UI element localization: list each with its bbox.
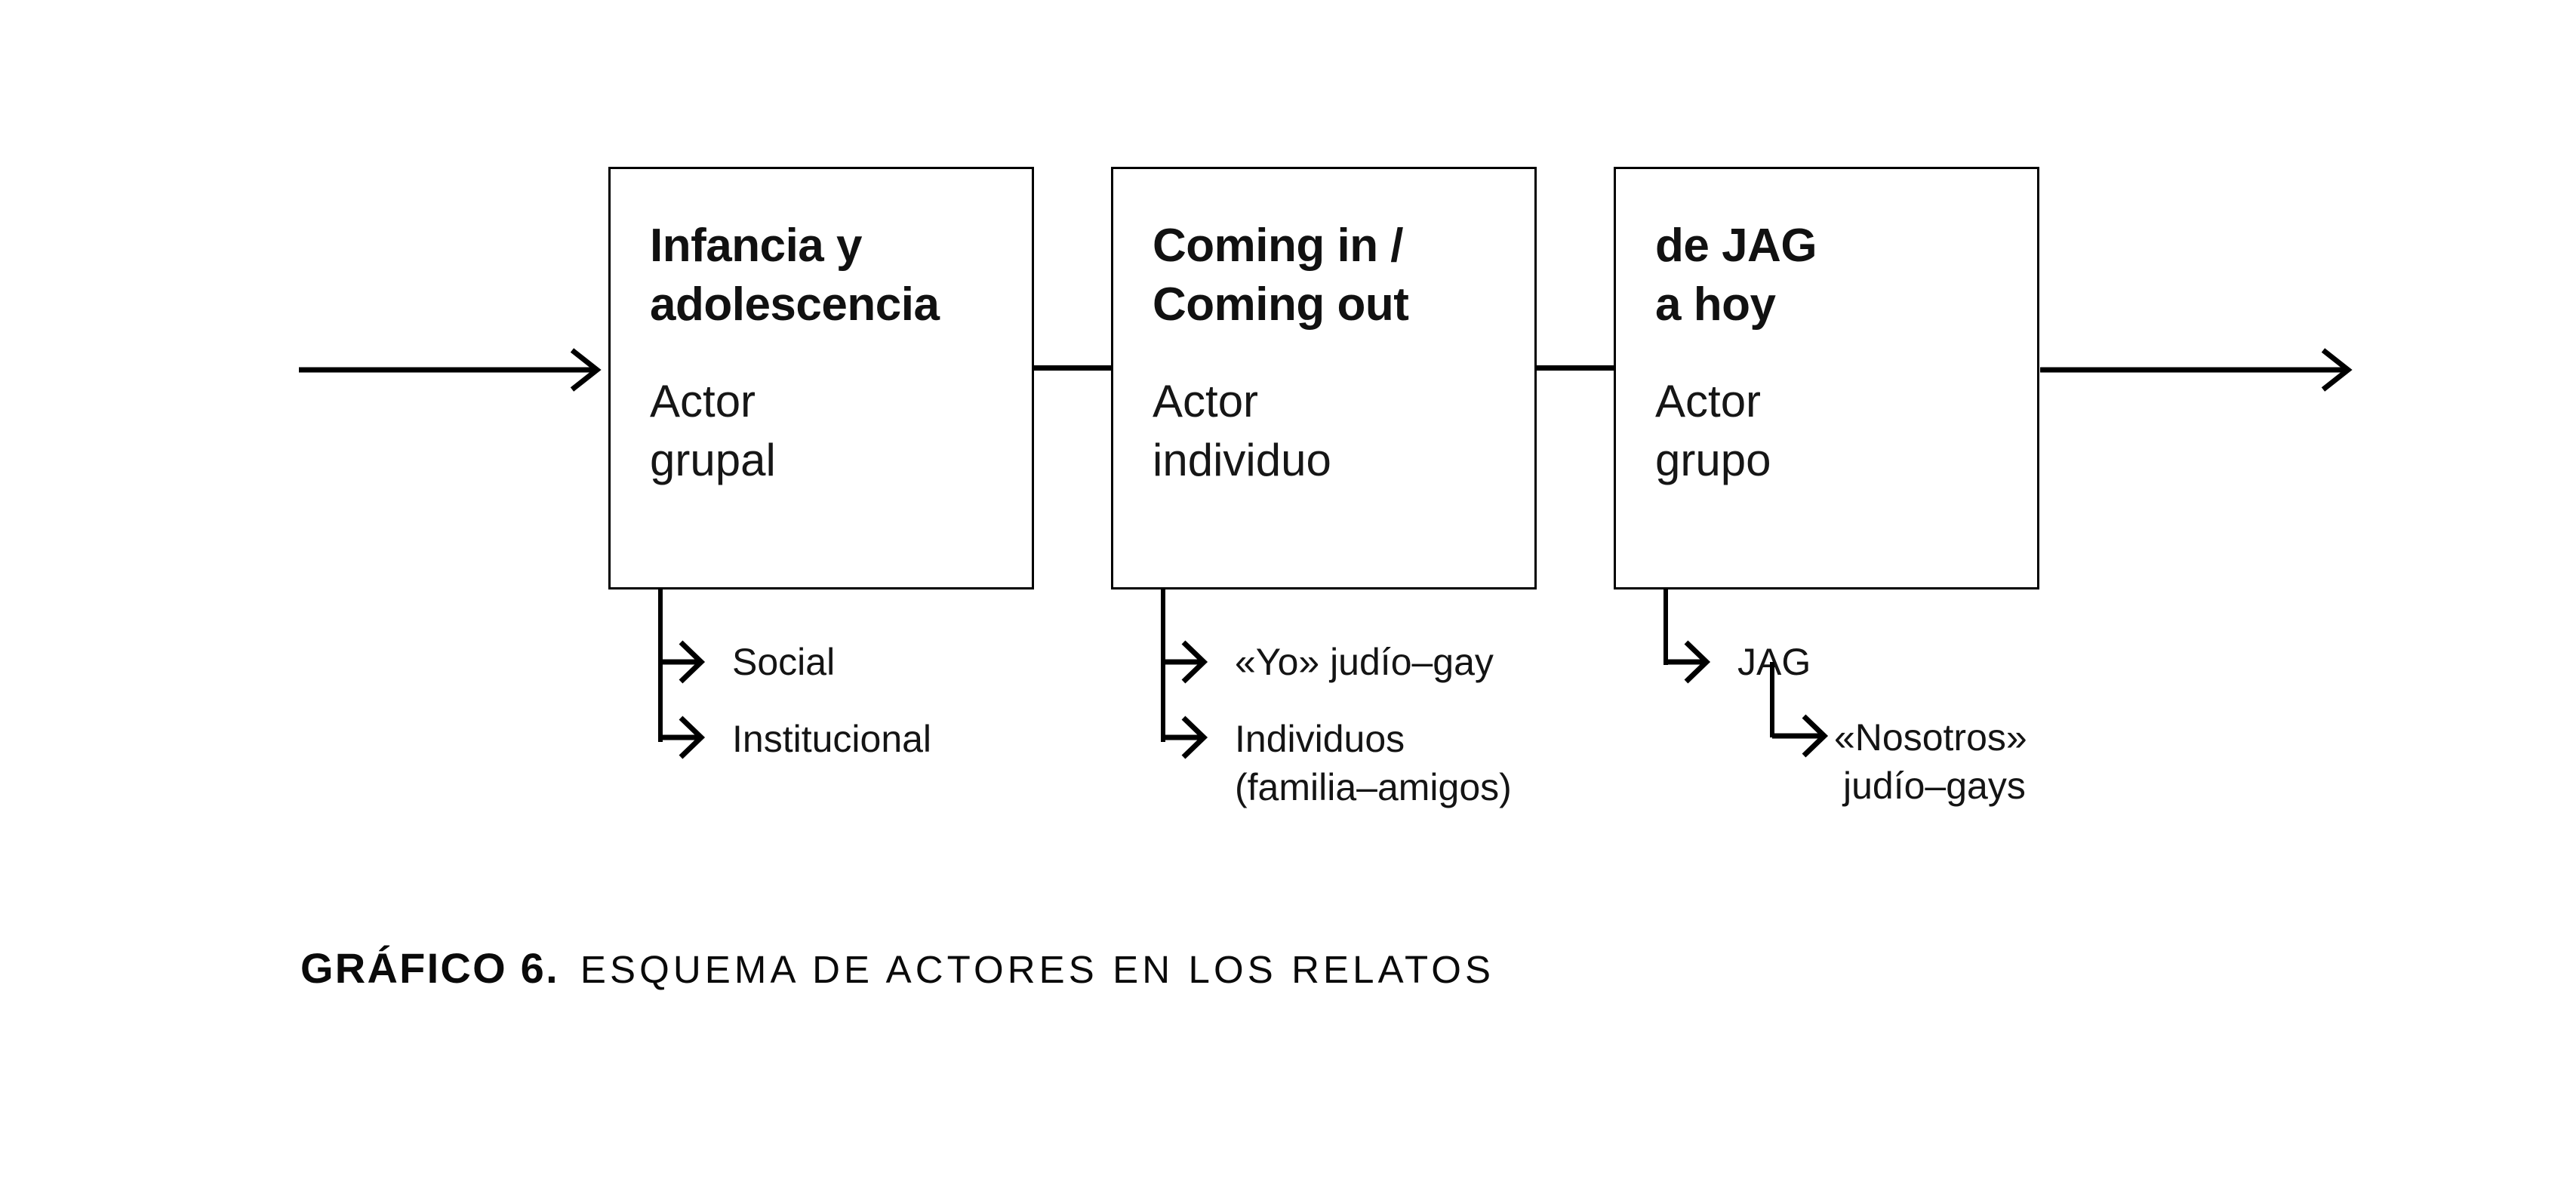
branch-label-social: Social (732, 641, 836, 683)
branch-arrow-icon (660, 716, 706, 759)
branch-line (658, 589, 663, 742)
nested-branch-line (1770, 662, 1774, 737)
branch-arrow-icon (1772, 714, 1829, 758)
caption-number: GRÁFICO 6. (300, 944, 559, 992)
stage-box-infancia-adolescencia: Infancia y adolescencia Actor grupal (608, 167, 1034, 589)
stage-actor: Actor individuo (1153, 372, 1512, 490)
branch-label-line: (familia–amigos) (1235, 766, 1512, 808)
branch-label-yo-judio-gay: «Yo» judío–gay (1235, 641, 1494, 683)
stage-connector (1537, 365, 1614, 371)
stage-actor-line: Actor (1153, 376, 1259, 426)
branch-label-nosotros: «Nosotros» judío–gays (1834, 713, 2027, 810)
stage-title-line: a hoy (1655, 279, 1776, 331)
stage-actor-line: individuo (1153, 435, 1331, 485)
stage-title-line: Coming in / (1153, 220, 1404, 272)
stage-title-line: de JAG (1655, 220, 1817, 272)
branch-arrow-icon (1163, 716, 1208, 759)
stage-actor-line: Actor (650, 376, 756, 426)
branch-arrow-icon (1666, 640, 1711, 684)
stage-actor-line: Actor (1655, 376, 1762, 426)
flow-arrow-out-icon (2040, 348, 2353, 392)
branch-label-line: Individuos (1235, 718, 1405, 760)
stage-box-de-jag-a-hoy: de JAG a hoy Actor grupo (1614, 167, 2039, 589)
caption-title: ESQUEMA DE ACTORES EN LOS RELATOS (580, 948, 1495, 991)
stage-title: Coming in / Coming out (1153, 217, 1512, 334)
stage-actor-line: grupo (1655, 435, 1771, 485)
branch-label-line: «Nosotros» (1834, 716, 2027, 759)
stage-actor-line: grupal (650, 435, 776, 485)
stage-connector (1034, 365, 1111, 371)
stage-box-coming-in-coming-out: Coming in / Coming out Actor individuo (1111, 167, 1537, 589)
figure-caption: GRÁFICO 6. ESQUEMA DE ACTORES EN LOS REL… (300, 943, 1494, 993)
branch-label-institucional: Institucional (732, 718, 932, 760)
stage-title-line: Infancia y (650, 220, 863, 272)
stage-title-line: adolescencia (650, 279, 940, 331)
stage-title: de JAG a hoy (1655, 217, 2014, 334)
branch-line (1161, 589, 1165, 742)
stage-actor: Actor grupo (1655, 372, 2014, 490)
branch-arrow-icon (1163, 640, 1208, 684)
stage-title: Infancia y adolescencia (650, 217, 1009, 334)
branch-arrow-icon (660, 640, 706, 684)
branch-line (1663, 589, 1668, 665)
stage-actor: Actor grupal (650, 372, 1009, 490)
branch-label-individuos: Individuos (familia–amigos) (1235, 715, 1512, 811)
flow-arrow-in-icon (299, 348, 602, 392)
branch-label-line: judío–gays (1843, 765, 2026, 807)
stage-title-line: Coming out (1153, 279, 1409, 331)
